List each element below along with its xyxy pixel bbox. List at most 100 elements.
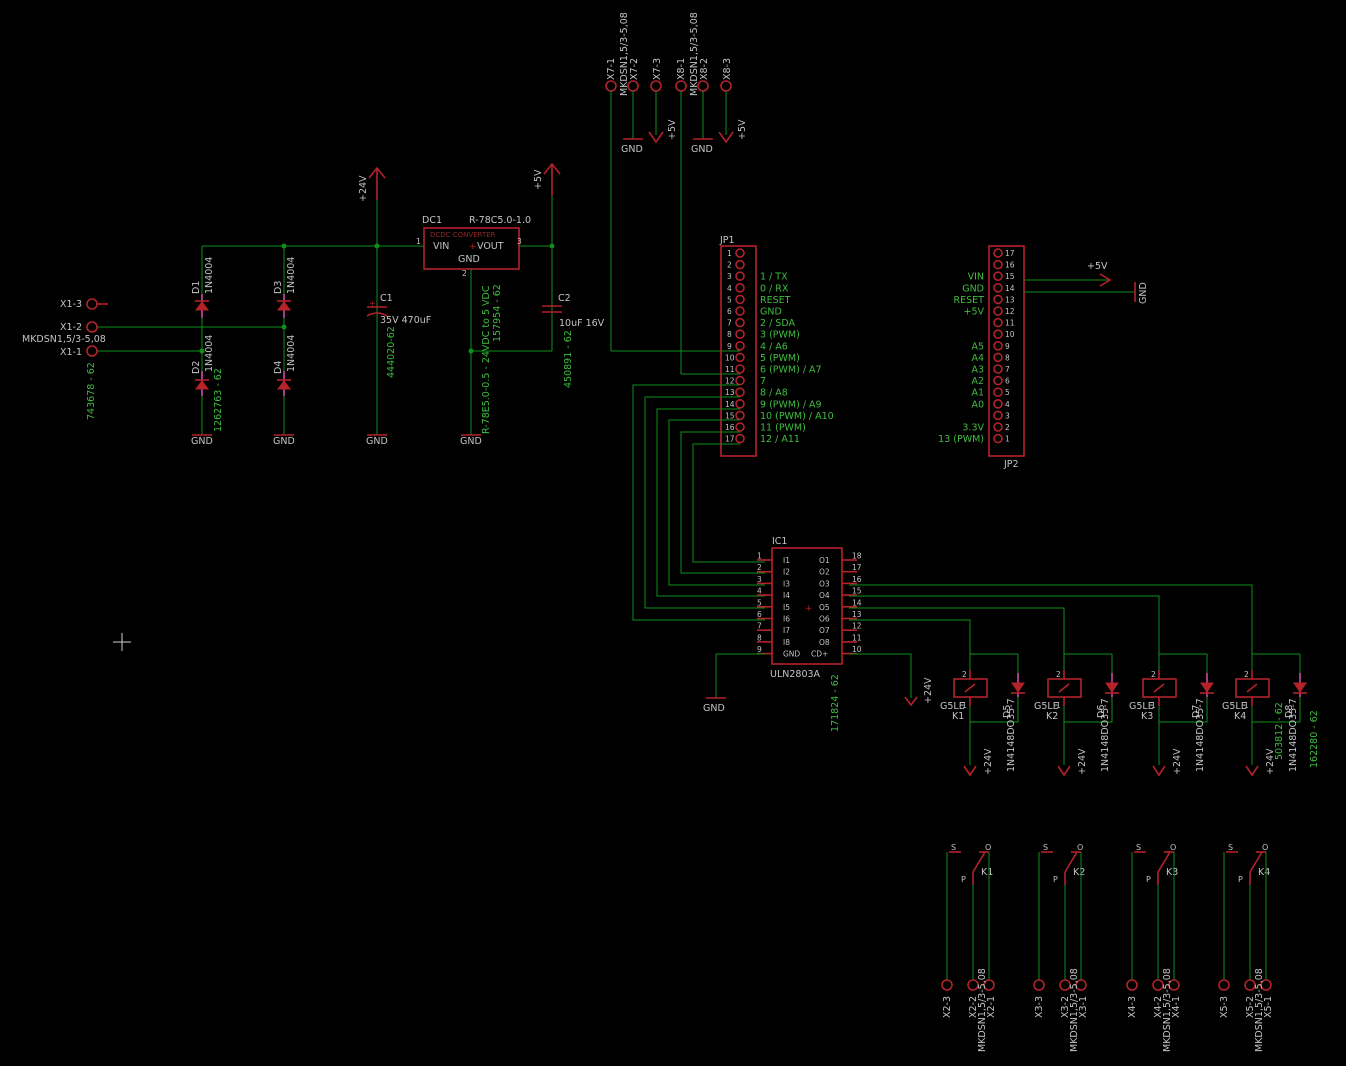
svg-text:+: +: [805, 604, 813, 614]
terminal-x1: X1-3 X1-2 MKDSN1,5/3-5,08 X1-1 743678 - …: [22, 298, 108, 420]
ic1-left-pin-number: 3: [757, 575, 762, 584]
jp1-pin-11: [735, 364, 745, 374]
jp2-pin-number: 3: [1005, 411, 1010, 420]
jp1-pin-function: 9 (PWM) / A9: [760, 399, 822, 410]
jp1-pin-number: 9: [727, 342, 732, 351]
jp1-pin-number: 1: [727, 249, 732, 258]
jp1-pin-function: 5 (PWM): [760, 353, 800, 364]
jp1-pin-1: [735, 248, 745, 258]
jp1-pin-function: 10 (PWM) / A10: [760, 411, 834, 422]
x1-2-label: X1-2: [60, 322, 82, 333]
terminal-pin-label: X5-3: [1219, 996, 1230, 1018]
terminal-part-label: MKDSN1,5/3-5,08: [1162, 968, 1173, 1052]
ic1-ref: IC1: [772, 536, 787, 547]
jp1-pin-12: [735, 375, 745, 386]
terminal-pin-label: X2-2: [968, 996, 979, 1018]
contact-s-label: S: [951, 843, 956, 852]
jp2-pin-number: 12: [1005, 307, 1015, 316]
relay-part: G5LE: [1034, 701, 1059, 712]
jp2-pin-number: 13: [1005, 295, 1015, 304]
jp1-pin-3: [735, 271, 745, 282]
jp1-pin-4: [735, 282, 745, 293]
coil-pin-1: 1: [1244, 701, 1249, 710]
jp2-pin-17: [993, 248, 1003, 258]
ic1-output-label: O7: [819, 626, 830, 635]
jp2-pin-1: [993, 433, 1003, 444]
ic1-order: 171824 - 62: [830, 674, 841, 732]
jp1-pin-2: [735, 259, 745, 270]
coil-pin-2: 2: [962, 670, 967, 679]
jp2-pin-4: [993, 398, 1003, 409]
jp2-pin-15: [993, 271, 1003, 282]
jp2-pin-function: RESET: [954, 295, 985, 306]
terminal-part-label: MKDSN1,5/3-5,08: [1069, 968, 1080, 1052]
jp2-pin-3: [993, 410, 1003, 421]
dcdc-converter: DCDC CONVERTER VIN + VOUT GND DC1 R-78C5…: [416, 215, 552, 447]
ic1-24v: +24V: [923, 677, 934, 704]
contact-p-label: P: [961, 875, 966, 884]
diode-order: 162280 - 62: [1309, 710, 1320, 768]
jp2-pin-number: 17: [1005, 249, 1015, 258]
jp1-pin-number: 17: [725, 435, 735, 444]
x7-1-label: X7-1: [606, 58, 617, 80]
contact-p-label: P: [1146, 875, 1151, 884]
jp1-pin-function: 0 / RX: [760, 283, 789, 294]
jp2-gnd-net: GND: [1138, 282, 1149, 304]
ic1-right-pin-number: 16: [852, 575, 862, 584]
terminal-pin-label: X3-2: [1060, 996, 1071, 1018]
dcdc-gnd: GND: [458, 254, 480, 265]
terminal-pin-label: X3-1: [1078, 996, 1089, 1018]
terminal-pin-label: X4-2: [1153, 996, 1164, 1018]
jp2-pin-5: [993, 387, 1003, 398]
jp2-pin-number: 2: [1005, 423, 1010, 432]
v5-label-dcdc: +5V: [533, 169, 544, 190]
ic1-output-label: O2: [819, 568, 830, 577]
contact-o-label: O: [1077, 843, 1083, 852]
flyback-diode-ref: D5: [1002, 705, 1013, 718]
jp1-ref: JP1: [719, 235, 735, 246]
c2-ref: C2: [558, 293, 571, 304]
terminal-x8: X8-1 MKDSN1,5/3-5,08 X8-2 X8-3 GND +5V: [675, 12, 748, 375]
jp1-pin-16: [735, 422, 745, 432]
contact-relay-ref: K1: [981, 867, 993, 878]
flyback-diode-part: 1N4148DO35-7: [1006, 698, 1017, 772]
gnd-label-d4: GND: [273, 436, 295, 447]
contact-relay-ref: K3: [1166, 867, 1178, 878]
ic1-input-label: I7: [783, 626, 790, 635]
jp1-pin-number: 8: [727, 330, 732, 339]
header-jp2: JP2 171615VIN14GND13RESET12+5V11109A58A4…: [938, 245, 1149, 470]
ic1-part: ULN2803A: [770, 669, 821, 680]
jp1-pin-number: 12: [725, 377, 735, 386]
ic1-left-pin-number: 7: [757, 622, 762, 631]
ic1-input-label: I6: [783, 615, 790, 624]
jp1-pin-function: RESET: [760, 295, 791, 306]
jp1-pin-function: 7: [760, 376, 766, 387]
jp1-pin-function: 12 / A11: [760, 434, 800, 445]
diode-d1: D1 1N4004: [191, 257, 215, 318]
gnd-label-d2: GND: [191, 436, 213, 447]
dcdc-vin: VIN: [433, 241, 449, 252]
contact-p-label: P: [1238, 875, 1243, 884]
coil-pin-1: 1: [1151, 701, 1156, 710]
jp1-pin-8: [735, 329, 745, 340]
d4-value: 1N4004: [286, 335, 297, 372]
jp1-pin-function: 8 / A8: [760, 388, 788, 399]
terminal-pin-label: X3-3: [1034, 996, 1045, 1018]
contact-s-label: S: [1228, 843, 1233, 852]
ic1-right-pin-number: 11: [852, 633, 862, 642]
jp1-pin-5: [735, 294, 745, 305]
coil-pin-1: 1: [962, 701, 967, 710]
jp1-pin-number: 3: [727, 272, 732, 281]
jp2-pin-number: 7: [1005, 365, 1010, 374]
relay-order: 503812 - 62: [1274, 702, 1285, 760]
d4-ref: D4: [273, 361, 284, 374]
ic1-left-pin-number: 4: [757, 587, 762, 596]
jp1-pin-function: 1 / TX: [760, 272, 788, 283]
flyback-diode-ref: D7: [1191, 705, 1202, 718]
d2-ref: D2: [191, 361, 202, 374]
